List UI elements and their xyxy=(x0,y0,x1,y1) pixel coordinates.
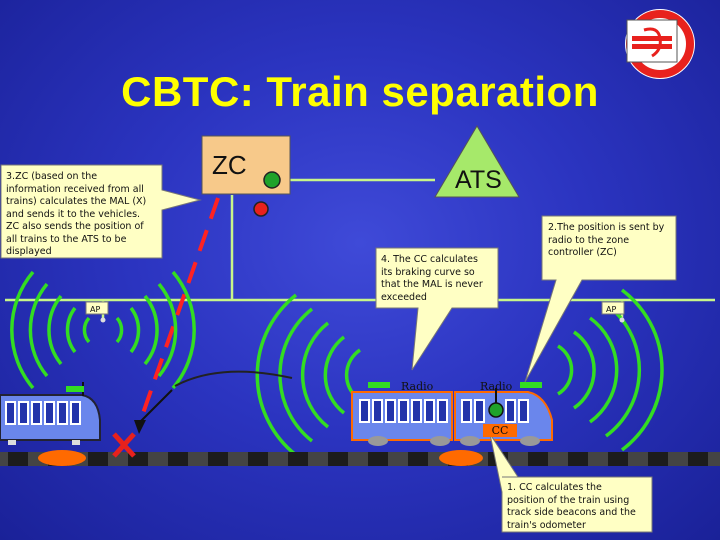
logo-bar-top xyxy=(632,36,672,41)
radio-label-left: Radio xyxy=(401,380,434,393)
callout-zc-mal xyxy=(0,164,202,259)
logo-mark xyxy=(643,27,662,58)
access-point-left xyxy=(85,301,109,323)
callout-cc-position xyxy=(489,433,653,533)
train-left-wheel-1 xyxy=(8,440,16,445)
callout-position-sent-text: 2.The position is sent by radio to the z… xyxy=(548,222,665,258)
mal-limit-mark xyxy=(112,432,136,458)
train-right-antenna-left xyxy=(368,382,390,388)
train-left-antenna-pad xyxy=(66,386,84,392)
metro-logo xyxy=(625,9,695,79)
radio-link-arrowhead xyxy=(134,420,146,434)
track xyxy=(0,452,720,466)
zc-to-train-arc xyxy=(174,370,293,387)
ats-triangle xyxy=(434,125,520,198)
access-point-left-label: AP xyxy=(90,305,101,314)
radio-link-pointer xyxy=(139,389,173,423)
callout-zc-mal-text: 3.ZC (based on the information received … xyxy=(6,171,147,257)
train-right-windows xyxy=(359,399,529,423)
train-right-wheels xyxy=(368,436,540,446)
radio-label-right: Radio xyxy=(480,380,513,393)
callout-cc-braking xyxy=(375,247,499,371)
access-point-right-label: AP xyxy=(606,305,617,314)
callout-position-sent xyxy=(524,215,677,383)
train-left-wheel-2 xyxy=(72,440,80,445)
logo-bar-bottom xyxy=(632,44,672,49)
ats-label: ATS xyxy=(455,166,502,194)
train-left-windows xyxy=(5,401,81,425)
access-point-right xyxy=(601,301,625,323)
beacon-right xyxy=(439,450,483,466)
train-right xyxy=(351,382,553,446)
zc-radio-link xyxy=(138,197,220,423)
train-right-antenna-right xyxy=(520,382,542,388)
train-left xyxy=(0,382,101,445)
radio-waves-left xyxy=(10,270,196,390)
cc-green-signal xyxy=(488,402,504,418)
slide-title: CBTC: Train separation xyxy=(121,68,599,115)
callout-cc-braking-text: 4. The CC calculates its braking curve s… xyxy=(381,254,483,303)
cc-label: CC xyxy=(483,424,517,437)
beacon-left xyxy=(38,450,86,466)
radio-waves-right xyxy=(557,288,664,452)
zc-red-signal xyxy=(253,201,269,217)
callout-cc-position-text: 1. CC calculates the position of the tra… xyxy=(507,482,636,531)
zc-label: ZC xyxy=(212,150,247,180)
zc-green-signal xyxy=(263,171,281,189)
